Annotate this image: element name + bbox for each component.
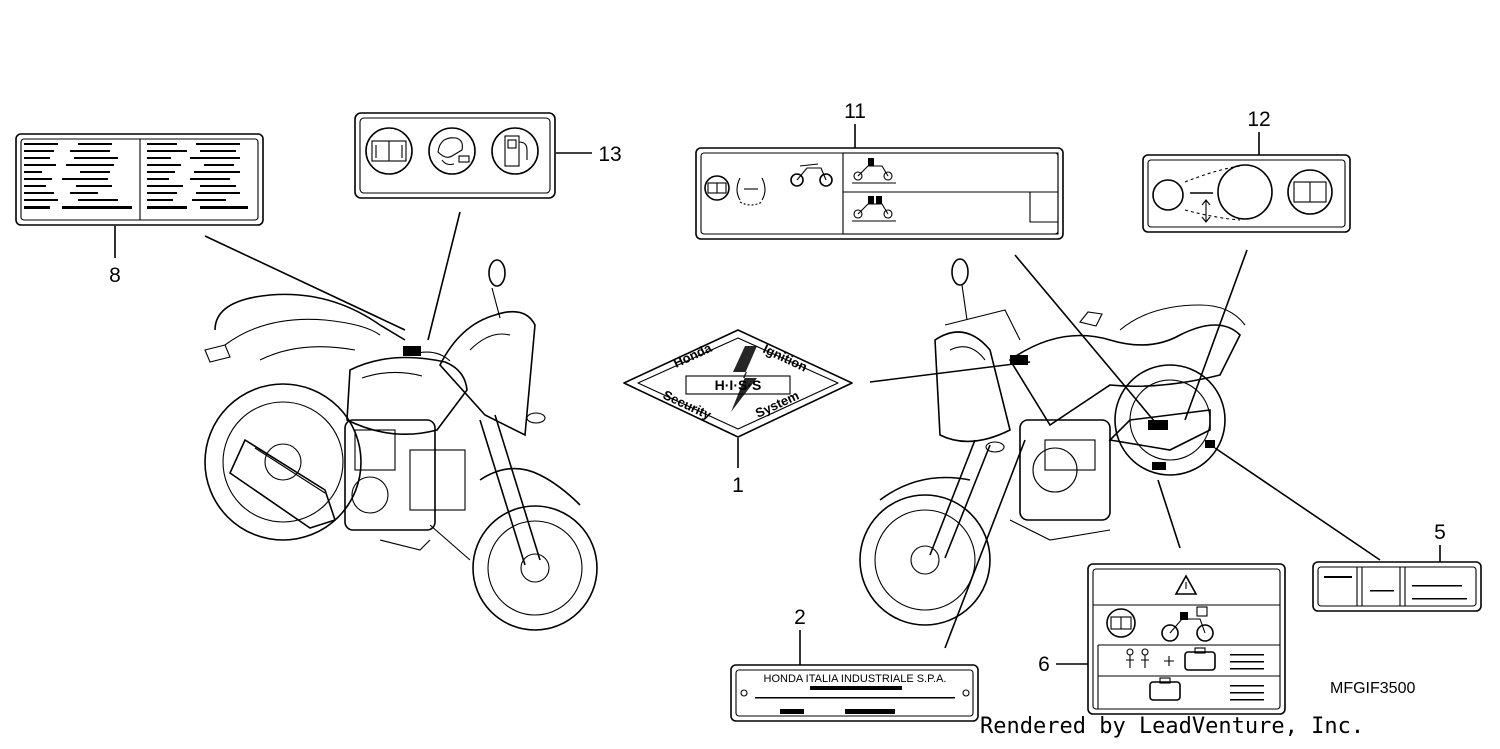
- motorcycle-left-view: [204, 259, 598, 631]
- badge-ignition-text: Ignition: [761, 341, 810, 374]
- motorcycle-luggage-icon: [1161, 606, 1214, 642]
- rider-passenger-icon: [1126, 648, 1149, 668]
- manual-book-icon: [704, 175, 730, 201]
- footer-credit: Rendered by LeadVenture, Inc.: [980, 714, 1365, 739]
- callout-5: 5: [1434, 521, 1446, 544]
- label-8-caution-text[interactable]: [15, 133, 264, 226]
- motorcycle-rider-icon: [852, 158, 896, 222]
- label-12-chain-info[interactable]: [1142, 154, 1351, 233]
- callout-12: 12: [1247, 108, 1270, 131]
- tire-pressure-icon: [736, 177, 766, 206]
- badge-hiss-text: H·I·S·S: [715, 377, 762, 393]
- manual-book-icon: [365, 127, 413, 175]
- label-2-frame-plate[interactable]: HONDA ITALIA INDUSTRIALE S.P.A.: [730, 664, 979, 722]
- manual-book-icon: [1106, 608, 1136, 638]
- label-13-icons[interactable]: [354, 112, 556, 199]
- motorcycle-icon: [790, 163, 833, 187]
- motorcycle-right-view: [859, 258, 1246, 626]
- fuel-pump-icon: [491, 127, 539, 175]
- diagram-code: MFGIF3500: [1330, 680, 1416, 697]
- luggage-icon: [1149, 647, 1216, 701]
- label-11-tire-info[interactable]: [695, 147, 1064, 240]
- plate-maker-text: HONDA ITALIA INDUSTRIALE S.P.A.: [764, 673, 947, 685]
- label-5-strip[interactable]: [1312, 561, 1482, 612]
- label-1-hiss-badge[interactable]: Honda Ignition H·I·S·S Security System: [623, 329, 853, 438]
- callout-2: 2: [794, 606, 806, 629]
- badge-honda-text: Honda: [671, 340, 715, 371]
- callout-11: 11: [844, 100, 866, 123]
- callout-8: 8: [109, 264, 121, 287]
- callout-13: 13: [598, 143, 621, 166]
- label-6-load-warning[interactable]: [1087, 563, 1286, 715]
- warning-triangle-icon: [1174, 574, 1198, 595]
- chain-adjust-icon: [1152, 164, 1273, 223]
- manual-book-icon: [1287, 169, 1333, 215]
- callout-6: 6: [1038, 653, 1050, 676]
- callout-1: 1: [732, 474, 744, 497]
- helmet-icon: [428, 127, 476, 175]
